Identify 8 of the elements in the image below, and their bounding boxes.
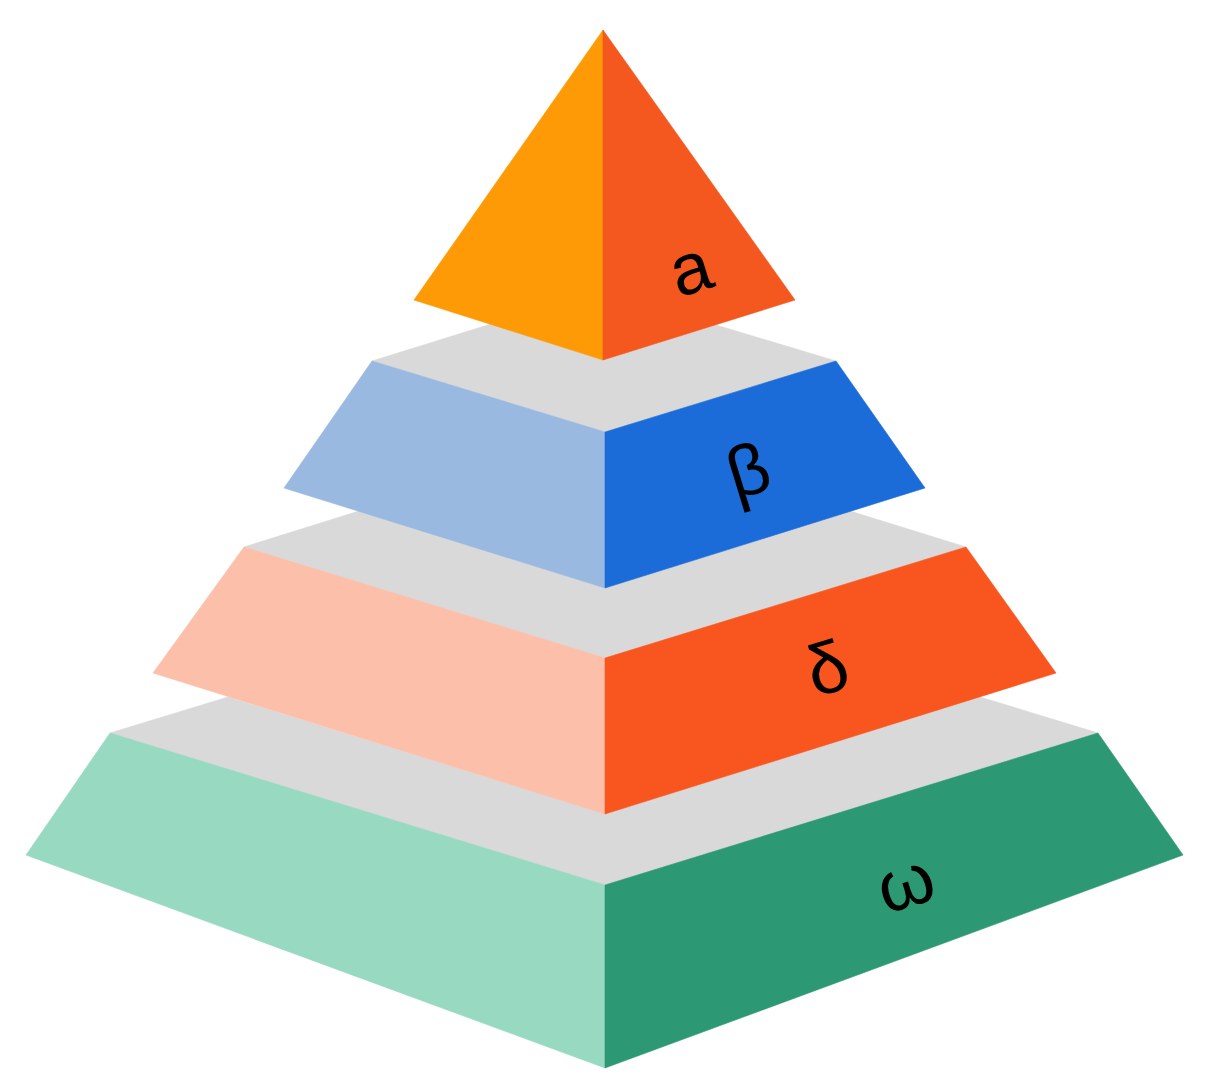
tier-label: a xyxy=(660,227,720,309)
pyramid-tier xyxy=(153,511,1056,814)
pyramid-tier xyxy=(284,324,925,588)
tier-label: ω xyxy=(867,839,943,925)
tier-label: δ xyxy=(797,627,857,709)
pyramid-apex xyxy=(414,30,795,360)
pyramid-tier xyxy=(26,697,1183,1068)
tier-label: β xyxy=(717,429,779,511)
